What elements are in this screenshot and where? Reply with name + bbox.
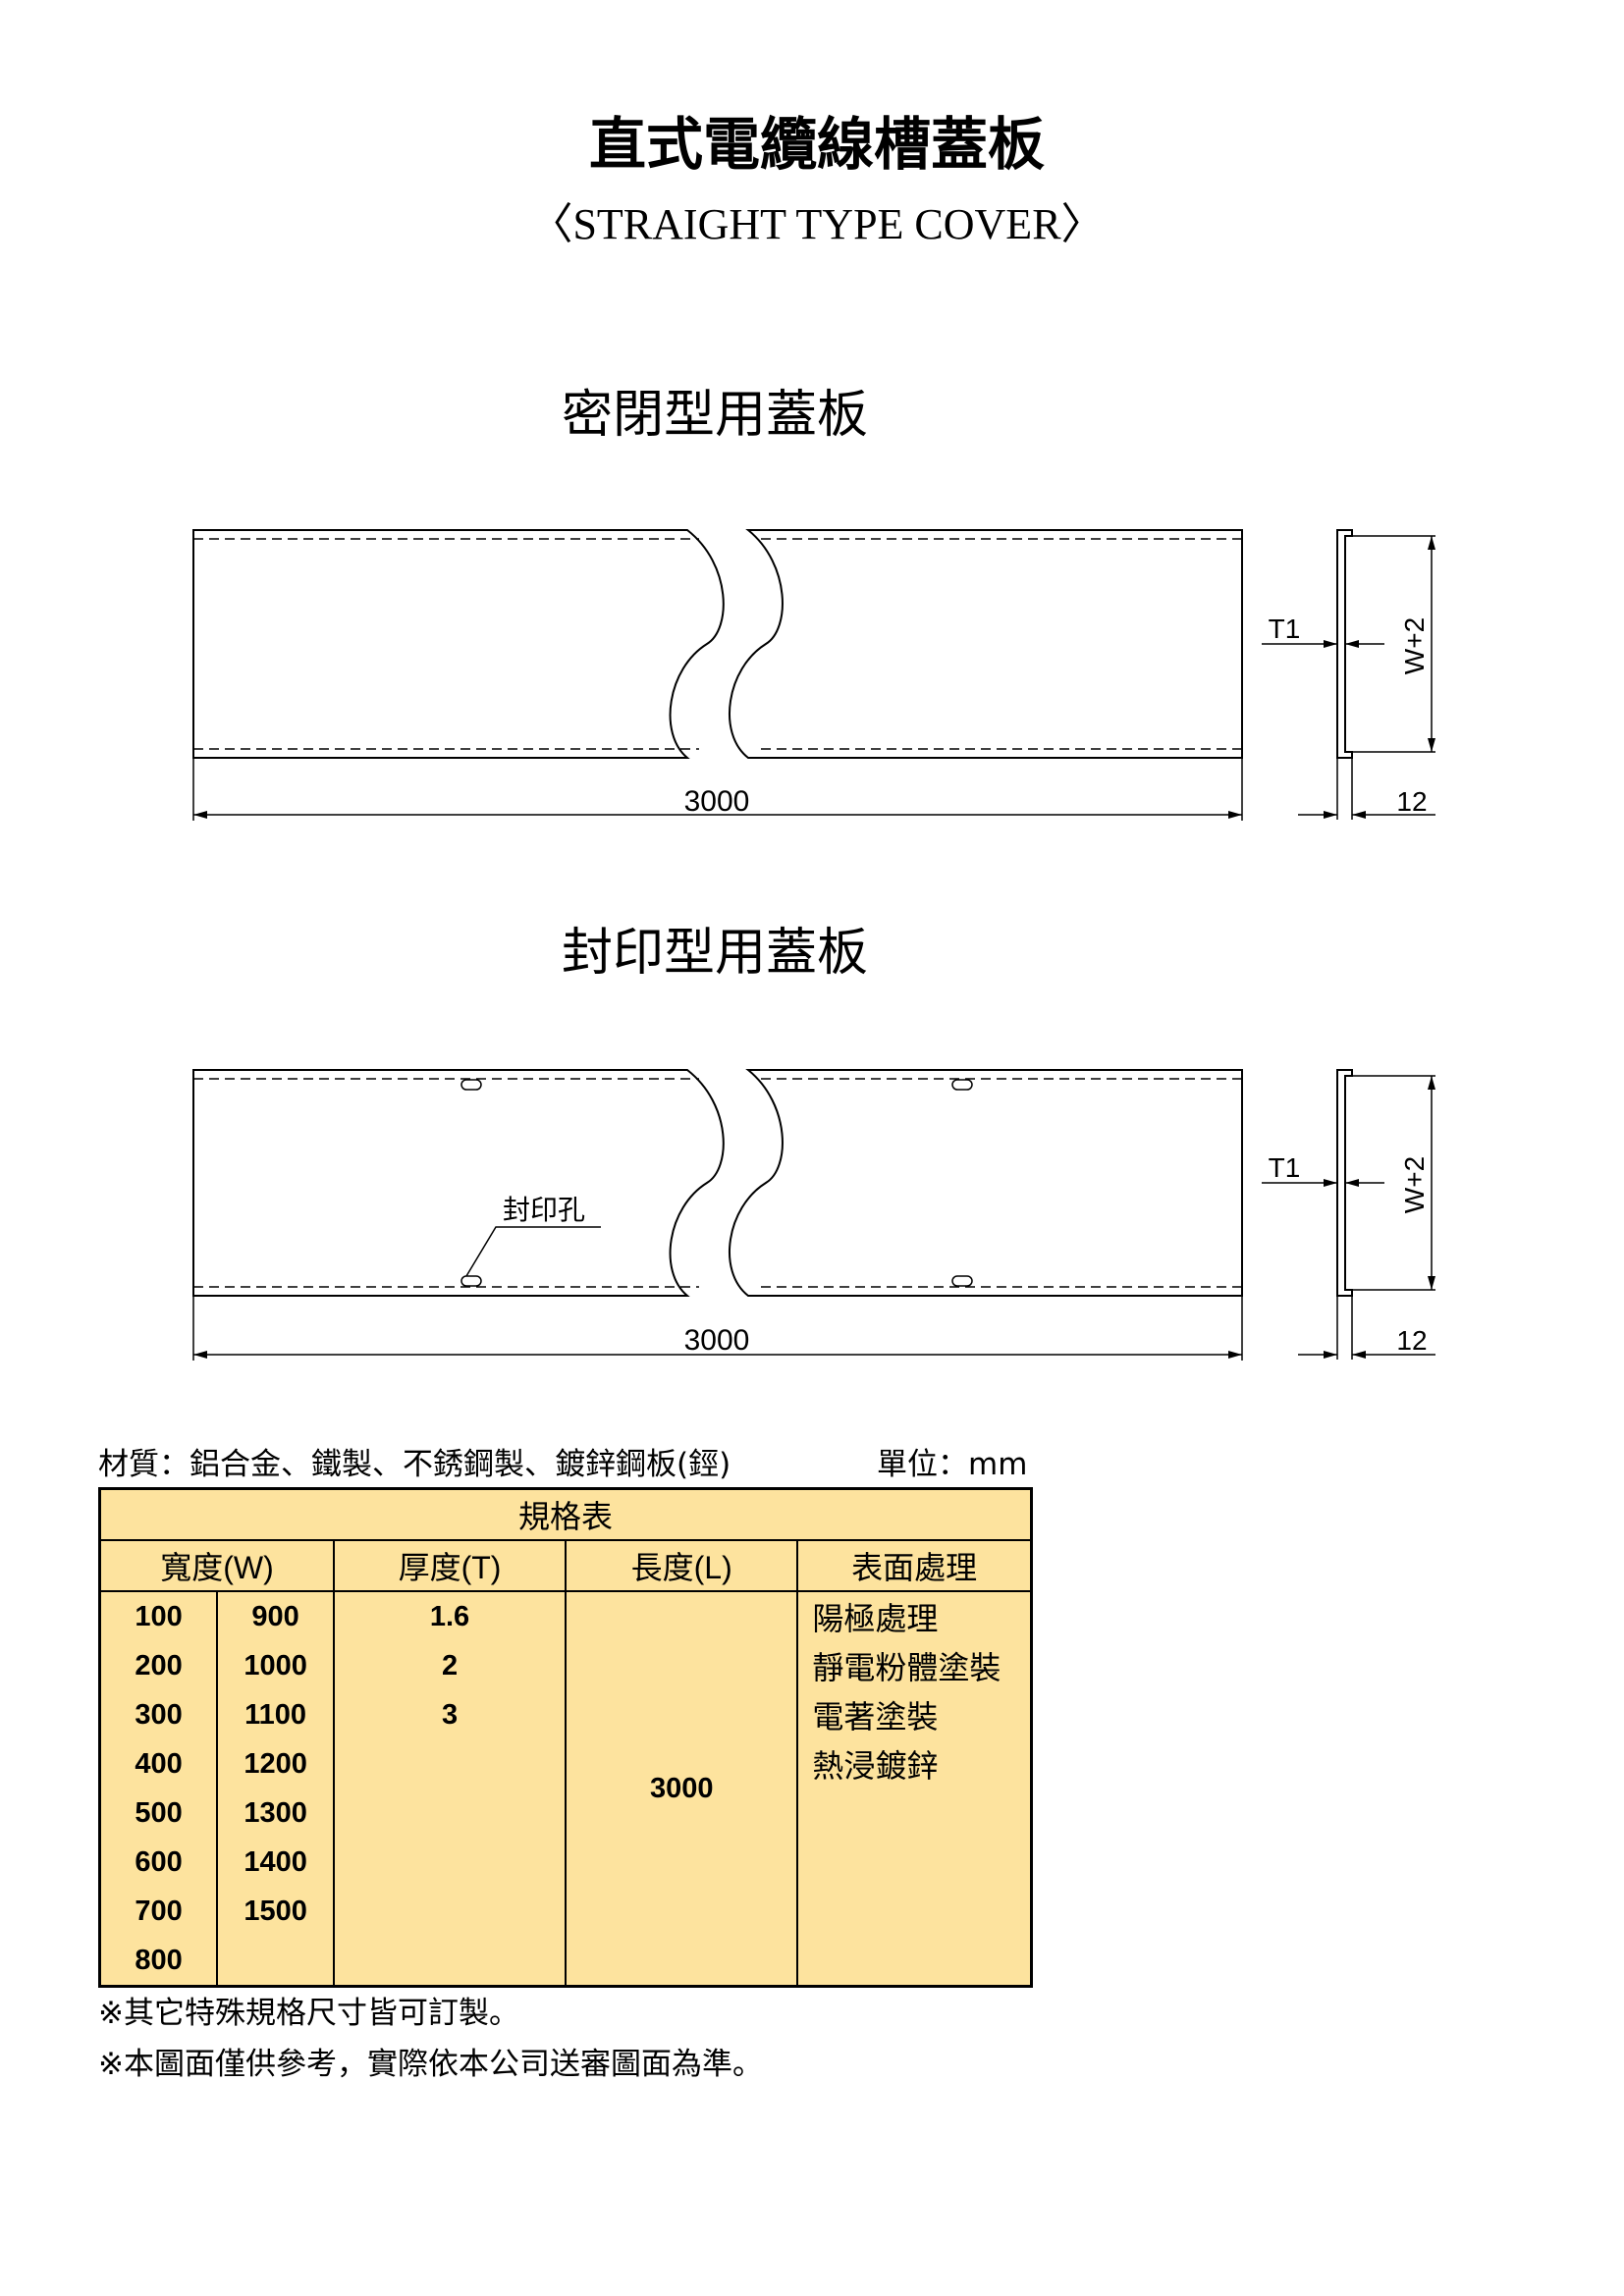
- header-thickness: 厚度(T): [332, 1539, 568, 1592]
- length-dimension: 3000: [684, 785, 750, 818]
- thickness-label: T1: [1269, 1152, 1301, 1183]
- section-heading-seal-type: 封印型用蓋板: [562, 924, 869, 983]
- width-cell: 200: [98, 1641, 219, 1690]
- surface-cell: 靜電粉體塗裝: [796, 1641, 1033, 1690]
- unit-text: 單位：mm: [877, 1447, 1028, 1482]
- material-text: 材質：鋁合金、鐵製、不銹鋼製、鍍鋅鋼板(鋞): [98, 1447, 731, 1482]
- width-cell: 1500: [216, 1887, 335, 1936]
- width-cell: 1300: [216, 1789, 335, 1838]
- width-cell: 100: [98, 1591, 219, 1641]
- surface-cell: 熱浸鍍鋅: [796, 1739, 1033, 1789]
- surface-cell: 電著塗裝: [796, 1690, 1033, 1739]
- page-title: 直式電纜線槽蓋板: [588, 111, 1045, 178]
- seal-hole: [951, 1079, 973, 1091]
- width-cell: 300: [98, 1690, 219, 1739]
- seal-hole-label: 封印孔: [503, 1195, 585, 1225]
- cover-panel-right: [729, 1069, 1243, 1297]
- cover-side-view: [1336, 1069, 1353, 1297]
- width-label: W+2: [1399, 617, 1430, 674]
- width-cell: 1200: [216, 1739, 335, 1789]
- width-cell: [216, 1936, 335, 1987]
- table-row: 800: [98, 1936, 1033, 1987]
- header-surface: 表面處理: [796, 1539, 1033, 1592]
- width-cell: 800: [98, 1936, 219, 1987]
- spec-table-title: 規格表: [98, 1487, 1033, 1541]
- flange-label: 12: [1396, 786, 1427, 817]
- seal-hole: [951, 1275, 973, 1287]
- width-label: W+2: [1399, 1156, 1430, 1213]
- cover-panel-left: [192, 1069, 725, 1297]
- width-cell: 400: [98, 1739, 219, 1789]
- thickness-cell: 2: [332, 1641, 568, 1690]
- surface-cell: [796, 1887, 1033, 1936]
- width-cell: 1100: [216, 1690, 335, 1739]
- width-cell: 1000: [216, 1641, 335, 1690]
- cover-panel-right: [729, 529, 1243, 759]
- thickness-cell: [332, 1789, 568, 1838]
- surface-cell: 陽極處理: [796, 1591, 1033, 1641]
- cover-panel-left: [192, 529, 725, 759]
- surface-cell: [796, 1936, 1033, 1987]
- thickness-cell: 1.6: [332, 1591, 568, 1641]
- width-cell: 600: [98, 1838, 219, 1887]
- thickness-cell: [332, 1887, 568, 1936]
- header-width: 寬度(W): [98, 1539, 335, 1592]
- width-cell: 700: [98, 1887, 219, 1936]
- thickness-cell: 3: [332, 1690, 568, 1739]
- seal-hole: [460, 1275, 482, 1287]
- section-heading-sealed: 密閉型用蓋板: [562, 386, 869, 445]
- leader-line: [465, 1226, 601, 1277]
- surface-cell: [796, 1789, 1033, 1838]
- width-cell: 1400: [216, 1838, 335, 1887]
- seal-hole: [460, 1079, 482, 1091]
- length-cell: 3000: [565, 1591, 799, 1987]
- header-length: 長度(L): [565, 1539, 799, 1592]
- thickness-cell: [332, 1936, 568, 1987]
- technical-drawings: 3000 T1 W+2 12 3000 T1 W+2 12 封印孔: [192, 529, 1435, 1361]
- flange-label: 12: [1396, 1325, 1427, 1356]
- length-dimension: 3000: [684, 1324, 750, 1357]
- width-cell: 500: [98, 1789, 219, 1838]
- note-reference: ※本圖面僅供參考，實際依本公司送審圖面為準。: [98, 2047, 763, 2082]
- width-cell: 900: [216, 1591, 335, 1641]
- surface-cell: [796, 1838, 1033, 1887]
- page-subtitle: 〈STRAIGHT TYPE COVER〉: [529, 200, 1105, 248]
- thickness-label: T1: [1269, 614, 1301, 644]
- thickness-cell: [332, 1838, 568, 1887]
- cover-side-view: [1336, 529, 1353, 759]
- thickness-cell: [332, 1739, 568, 1789]
- note-custom: ※其它特殊規格尺寸皆可訂製。: [98, 1996, 519, 2031]
